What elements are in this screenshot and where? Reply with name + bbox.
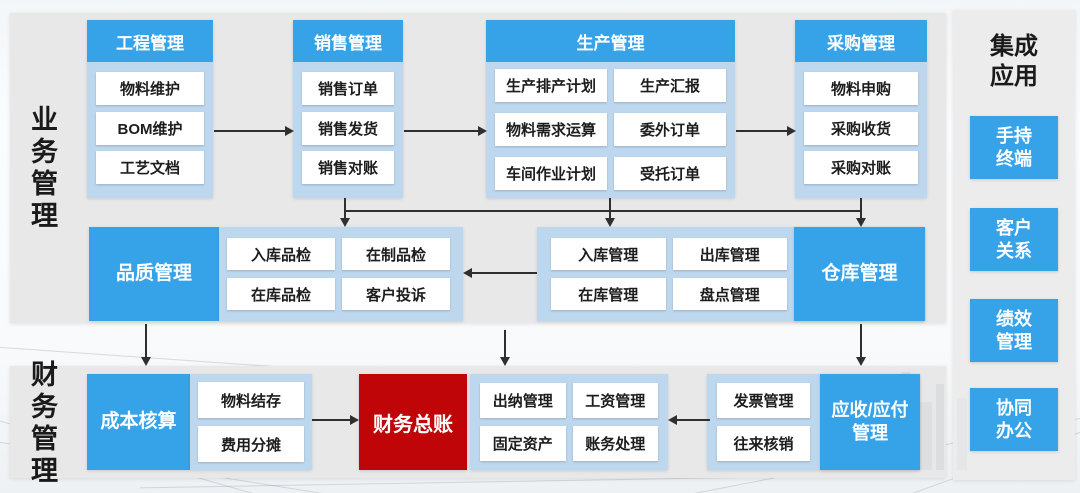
item-purchase-receipt: 采购收货 bbox=[804, 111, 918, 145]
item-outbound-management: 出库管理 bbox=[672, 238, 787, 270]
connector-drop-warehouse-left bbox=[609, 210, 611, 218]
connector-drop-warehouse-right bbox=[860, 210, 862, 218]
warehouse-items: 入库管理 出库管理 在库管理 盘点管理 bbox=[537, 227, 794, 321]
sidebar-item-performance-management: 绩效 管理 bbox=[970, 299, 1058, 362]
group-production: 生产管理 生产排产计划 生产汇报 物料需求运算 委外订单 车间作业计划 受托订单 bbox=[486, 20, 735, 198]
group-sales-header: 销售管理 bbox=[293, 20, 403, 62]
item-stock-inspection: 在库品检 bbox=[227, 278, 335, 310]
arrowhead-to-finance-items bbox=[500, 357, 510, 366]
item-production-schedule: 生产排产计划 bbox=[495, 69, 607, 102]
item-sales-order: 销售订单 bbox=[302, 71, 394, 105]
group-engineering-items: 物料维护 BOM维护 工艺文档 bbox=[87, 62, 213, 198]
item-material-balance: 物料结存 bbox=[198, 382, 304, 418]
arrowhead-warehouse-to-apar bbox=[856, 357, 866, 366]
arrow-production-to-procurement bbox=[736, 130, 787, 132]
group-production-items: 生产排产计划 生产汇报 物料需求运算 委外订单 车间作业计划 受托订单 bbox=[486, 62, 735, 199]
item-customer-complaint: 客户投诉 bbox=[342, 278, 450, 310]
item-production-report: 生产汇报 bbox=[614, 69, 726, 102]
item-fixed-assets: 固定资产 bbox=[480, 426, 566, 461]
connector-production-stub bbox=[609, 198, 611, 211]
arrow-cost-to-ledger bbox=[312, 419, 350, 421]
apar-items: 发票管理 往来核销 bbox=[707, 374, 820, 470]
finance-items-group: 出纳管理 工资管理 固定资产 账务处理 bbox=[470, 374, 668, 470]
general-ledger-box: 财务总账 bbox=[359, 374, 467, 470]
arrow-sales-to-production bbox=[404, 130, 478, 132]
item-invoice-management: 发票管理 bbox=[717, 383, 810, 418]
quality-items-group: 入库品检 在制品检 在库品检 客户投诉 bbox=[219, 227, 463, 321]
item-consignment-order: 受托订单 bbox=[614, 157, 726, 190]
sidebar-item-customer-relations: 客户 关系 bbox=[970, 208, 1058, 271]
arrowhead-quality-to-cost bbox=[141, 357, 151, 366]
group-procurement: 采购管理 物料申购 采购收货 采购对账 bbox=[795, 20, 927, 198]
item-cashier-management: 出纳管理 bbox=[480, 383, 566, 418]
apar-group: 发票管理 往来核销 应收/应付 管理 bbox=[707, 374, 920, 470]
arrowhead-production-to-procurement bbox=[787, 126, 796, 136]
cost-accounting-box: 成本核算 bbox=[87, 374, 190, 470]
item-incoming-inspection: 入库品检 bbox=[227, 238, 335, 270]
arrow-apar-to-finance bbox=[676, 419, 710, 421]
item-account-processing: 账务处理 bbox=[572, 426, 658, 461]
group-sales: 销售管理 销售订单 销售发货 销售对账 bbox=[293, 20, 403, 198]
arrow-engineering-to-sales bbox=[214, 130, 285, 132]
item-inbound-management: 入库管理 bbox=[551, 238, 666, 270]
integration-title: 集成 应用 bbox=[990, 33, 1038, 90]
arrowhead-cost-to-ledger bbox=[350, 415, 359, 425]
item-stock-management: 在库管理 bbox=[551, 278, 666, 310]
arrowhead-drop-warehouse-right bbox=[856, 218, 866, 227]
skyline-building bbox=[936, 384, 944, 470]
item-workshop-plan: 车间作业计划 bbox=[495, 157, 607, 190]
sidebar-item-handheld-terminal: 手持 终端 bbox=[970, 116, 1058, 179]
item-material-maintenance: 物料维护 bbox=[96, 71, 204, 105]
warehouse-management-box: 仓库管理 bbox=[794, 227, 925, 321]
item-bom-maintenance: BOM维护 bbox=[96, 111, 204, 145]
arrowhead-drop-warehouse-left bbox=[605, 218, 615, 227]
connector-drop-quality bbox=[344, 210, 346, 218]
group-procurement-header: 采购管理 bbox=[795, 20, 927, 62]
item-transaction-writeoff: 往来核销 bbox=[717, 426, 810, 461]
finance-section-label: 财务管理 bbox=[27, 360, 57, 488]
item-outsourcing-order: 委外订单 bbox=[614, 113, 726, 146]
item-mrp-calculation: 物料需求运算 bbox=[495, 113, 607, 146]
quality-management-box: 品质管理 bbox=[89, 227, 219, 321]
drop-to-finance-items bbox=[504, 330, 506, 357]
arrowhead-engineering-to-sales bbox=[285, 126, 294, 136]
group-engineering-header: 工程管理 bbox=[87, 20, 213, 62]
drop-quality-to-cost bbox=[145, 324, 147, 357]
arrow-warehouse-to-quality bbox=[471, 272, 537, 274]
group-production-header: 生产管理 bbox=[486, 20, 735, 62]
group-engineering: 工程管理 物料维护 BOM维护 工艺文档 bbox=[87, 20, 213, 198]
sidebar-item-collaborative-office: 协同 办公 bbox=[970, 388, 1058, 451]
drop-warehouse-to-apar bbox=[860, 324, 862, 357]
warehouse-group: 入库管理 出库管理 在库管理 盘点管理 仓库管理 bbox=[537, 227, 925, 321]
group-procurement-items: 物料申购 采购收货 采购对账 bbox=[795, 62, 927, 198]
ap-ar-management-box: 应收/应付 管理 bbox=[820, 374, 920, 470]
item-expense-allocation: 费用分摊 bbox=[198, 426, 304, 462]
connector-sales-stub bbox=[344, 198, 346, 211]
skyline-building bbox=[957, 398, 967, 470]
arrowhead-sales-to-production bbox=[478, 126, 487, 136]
item-stocktaking-management: 盘点管理 bbox=[672, 278, 787, 310]
item-in-process-inspection: 在制品检 bbox=[342, 238, 450, 270]
item-process-document: 工艺文档 bbox=[96, 151, 204, 185]
arrowhead-warehouse-to-quality bbox=[463, 268, 472, 278]
business-section-label: 业务管理 bbox=[27, 105, 57, 233]
item-sales-reconciliation: 销售对账 bbox=[302, 151, 394, 185]
item-payroll-management: 工资管理 bbox=[572, 383, 658, 418]
item-purchase-reconciliation: 采购对账 bbox=[804, 151, 918, 185]
arrowhead-drop-quality bbox=[340, 218, 350, 227]
cost-items-group: 物料结存 费用分摊 bbox=[190, 374, 312, 470]
item-sales-delivery: 销售发货 bbox=[302, 111, 394, 145]
item-material-requisition: 物料申购 bbox=[804, 71, 918, 105]
group-sales-items: 销售订单 销售发货 销售对账 bbox=[293, 62, 403, 198]
connector-procurement-stub bbox=[860, 198, 862, 211]
connector-horizontal bbox=[344, 210, 862, 212]
arrowhead-apar-to-finance bbox=[668, 415, 677, 425]
